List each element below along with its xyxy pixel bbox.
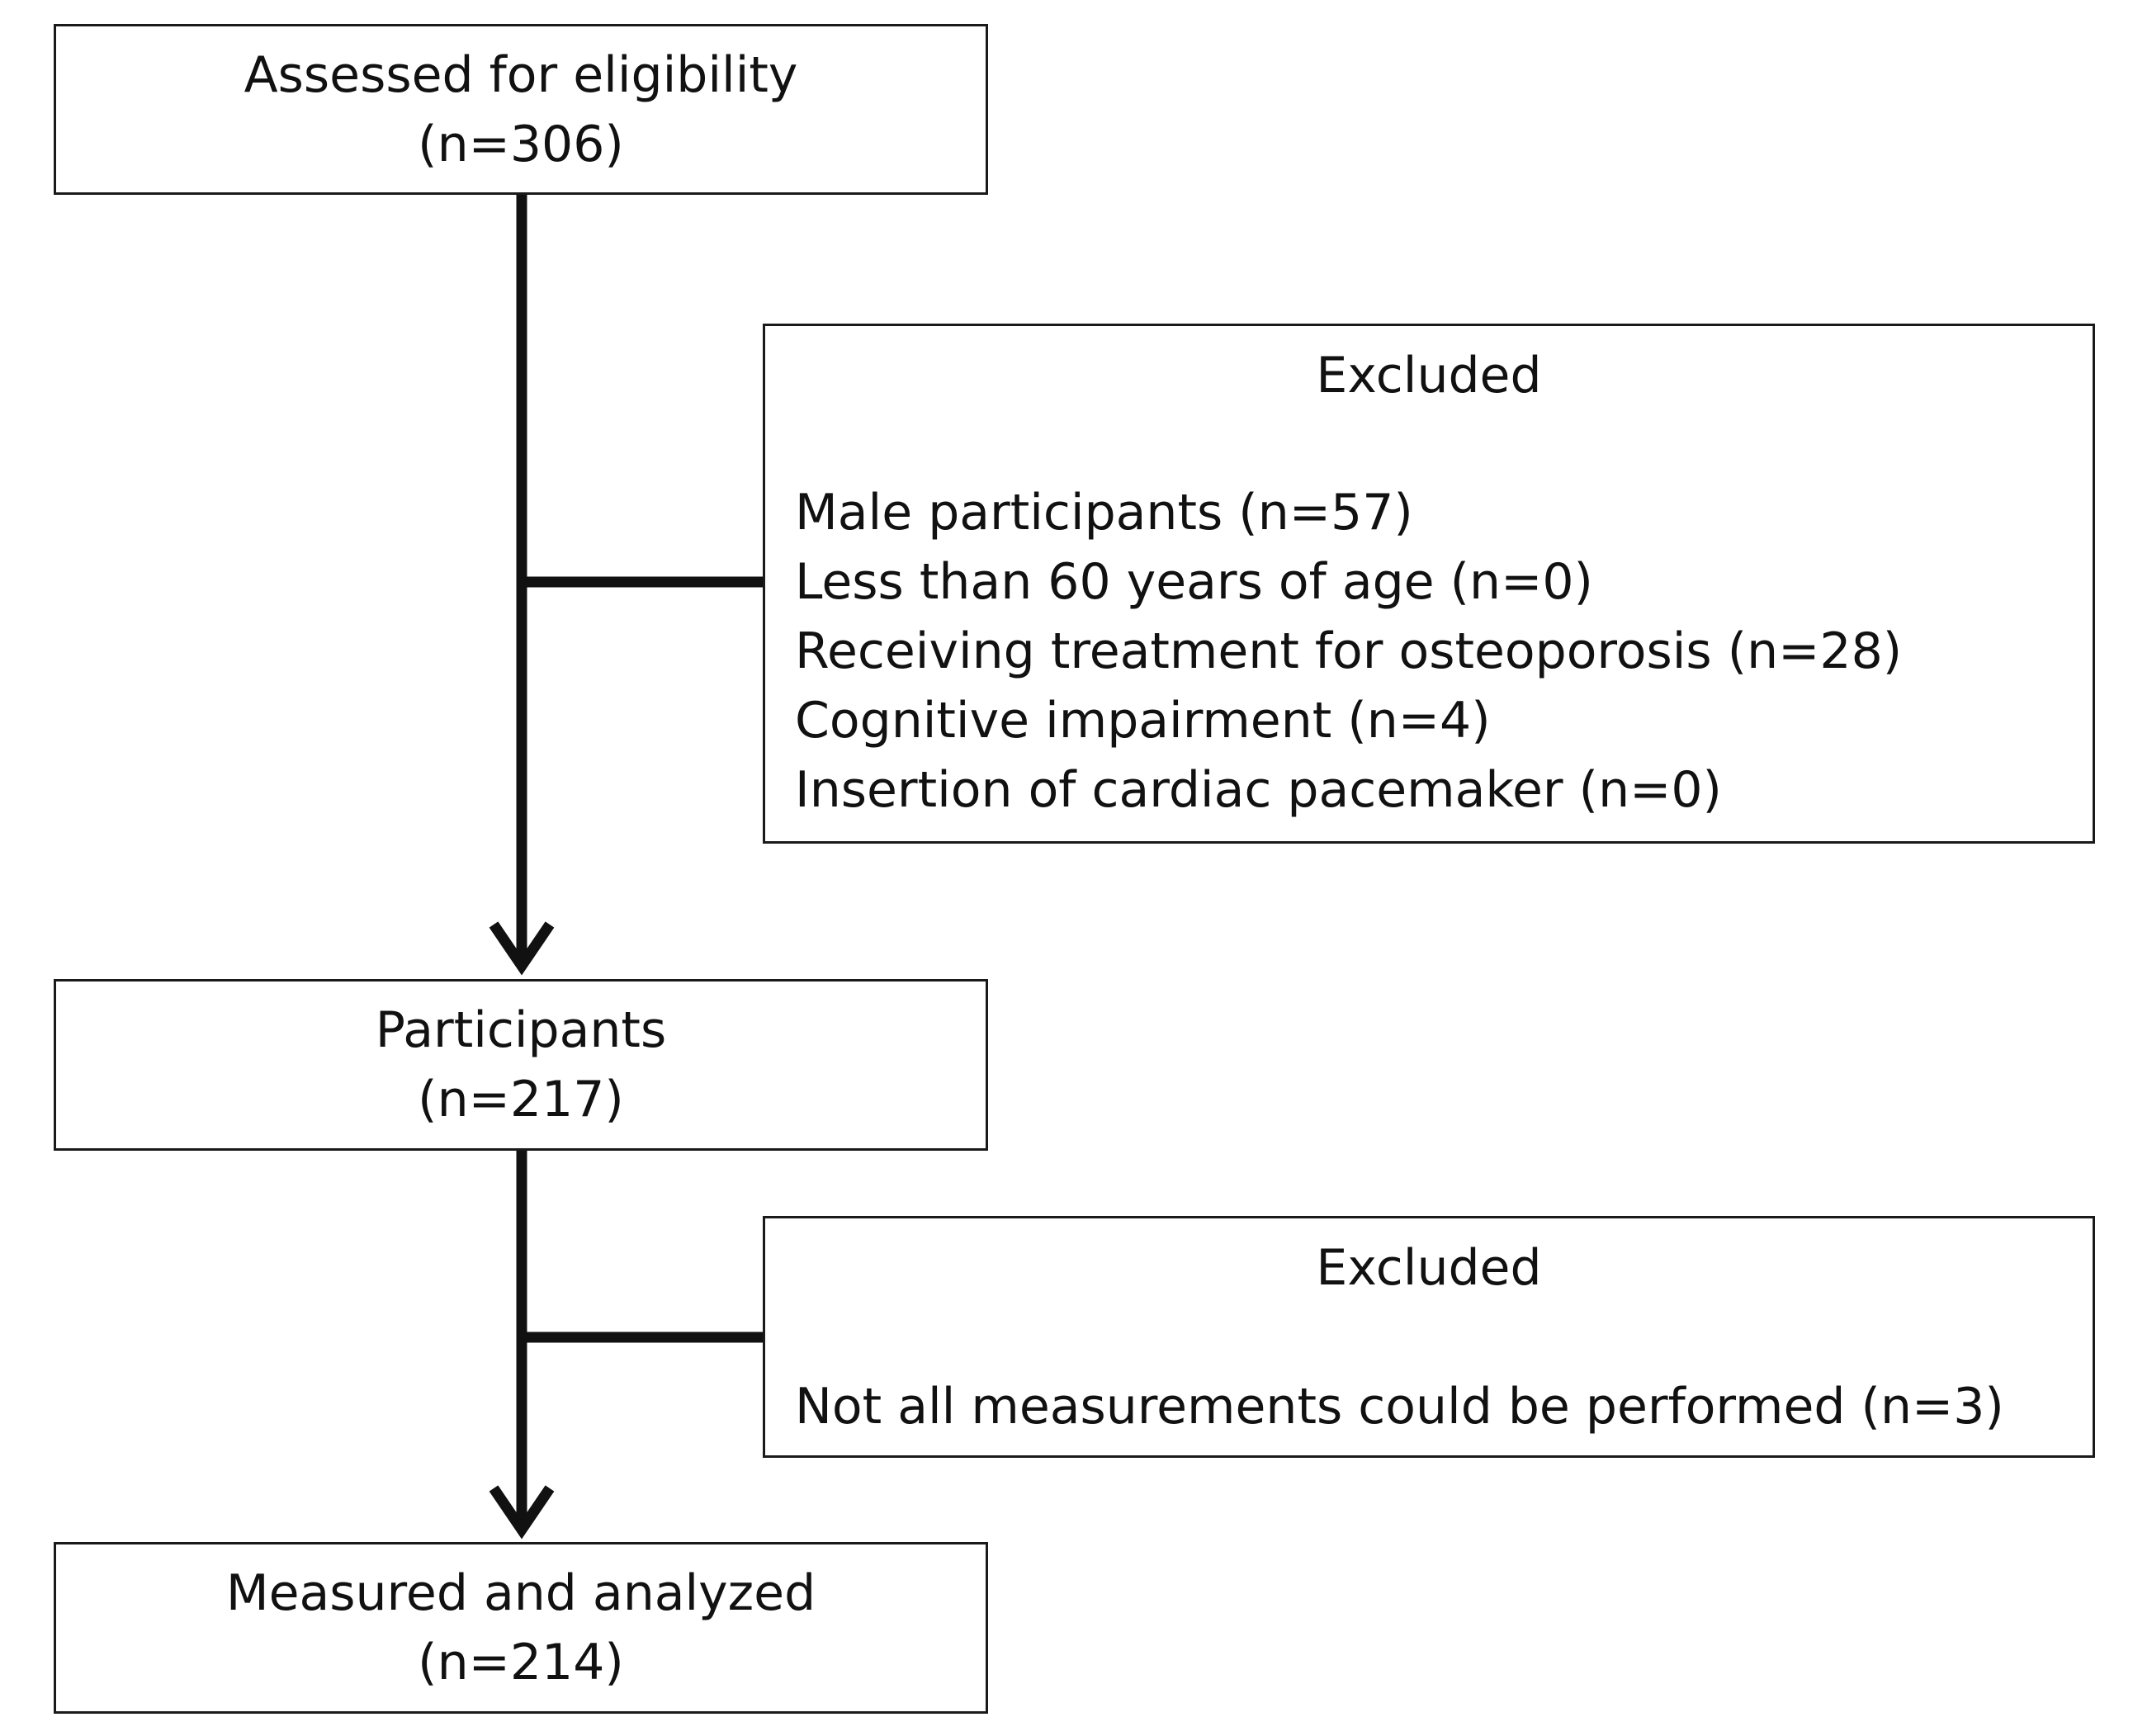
second-exclusion-list: Not all measurements could be performed … (795, 1372, 2004, 1441)
first-exclusion-heading: Excluded (1316, 347, 1542, 404)
second-exclusion-heading: Excluded (1316, 1239, 1542, 1297)
analyzed-box: Measured and analyzed (n=214) (54, 1542, 988, 1714)
assessed-box: Assessed for eligibility (n=306) (54, 24, 988, 195)
analyzed-count: (n=214) (418, 1634, 624, 1691)
exclusion-item: Insertion of cardiac pacemaker (n=0) (795, 761, 1722, 819)
second-exclusion-box: Excluded Not all measurements could be p… (763, 1216, 2095, 1458)
exclusion-item: Less than 60 years of age (n=0) (795, 553, 1593, 611)
first-exclusion-list: Male participants (n=57) Less than 60 ye… (795, 478, 1902, 825)
first-exclusion-box: Excluded Male participants (n=57) Less t… (763, 324, 2095, 844)
assessed-count: (n=306) (418, 115, 624, 173)
exclusion-item: Male participants (n=57) (795, 484, 1413, 542)
participants-title: Participants (375, 1001, 667, 1059)
arrowhead-analyzed (489, 1485, 555, 1540)
exclusion-item: Cognitive impairment (n=4) (795, 692, 1491, 750)
exclusion-item: Not all measurements could be performed … (795, 1378, 2004, 1436)
exclusion-item: Receiving treatment for osteoporosis (n=… (795, 622, 1903, 680)
arrowhead-participants (489, 921, 555, 976)
assessed-title: Assessed for eligibility (244, 45, 798, 104)
participants-box: Participants (n=217) (54, 979, 988, 1151)
analyzed-title: Measured and analyzed (225, 1564, 816, 1622)
participants-count: (n=217) (418, 1071, 624, 1128)
